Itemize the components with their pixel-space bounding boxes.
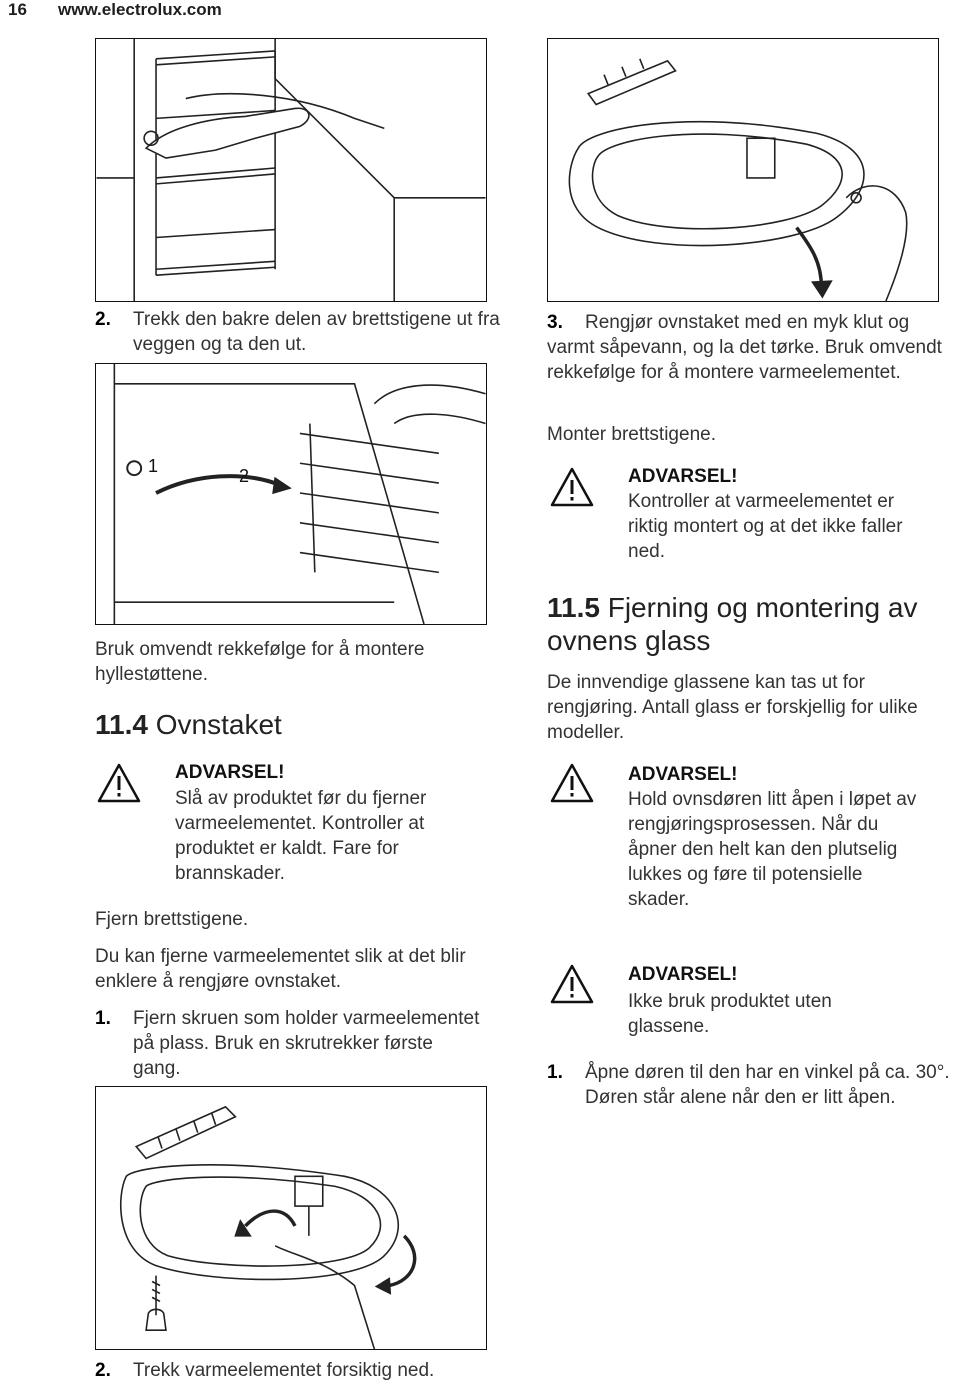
right-step1-text: Åpne døren til den har en vinkel på ca. … (585, 1062, 950, 1108)
heating-element-illustration (568, 58, 908, 301)
warning1-title: ADVARSEL! (628, 466, 738, 487)
intro-text: Du kan fjerne varmeelementet slik at det… (95, 946, 466, 992)
warning2-title: ADVARSEL! (628, 764, 738, 785)
glass-intro-text: De innvendige glassene kan tas ut for re… (547, 672, 918, 743)
remove-rack-illustration (113, 364, 486, 624)
fig-label-2: 2 (239, 466, 250, 486)
right-step1-number: 1. (547, 1062, 563, 1083)
bottom-step2-number: 2. (95, 1360, 111, 1381)
warning3-text: Ikke bruk produktet uten glassene. (628, 991, 832, 1037)
warning-icon (549, 466, 595, 508)
step1-number: 1. (95, 1008, 111, 1029)
figure-pull-rack (95, 38, 487, 302)
warning-icon (96, 762, 142, 804)
site-url: www.electrolux.com (58, 0, 222, 19)
remove-screw-illustration (120, 1105, 417, 1349)
pull-rack-illustration (96, 39, 486, 301)
figure-remove-rack: 1 2 (95, 363, 487, 625)
bottom-step2-text: Trekk varmeelementet forsiktig ned. (133, 1360, 435, 1381)
warning1-text: Kontroller at varmeelementet er riktig m… (628, 491, 903, 562)
mount-racks-text: Monter brettstigene. (547, 424, 716, 445)
page-number: 16 (8, 0, 27, 19)
warning2-text: Hold ovnsdøren litt åpen i løpet av reng… (628, 789, 917, 910)
section-11-4-title: 11.4 Ovnstaket (95, 709, 282, 740)
remove-racks-text: Fjern brettstigene. (95, 909, 249, 930)
warning-icon (549, 762, 595, 804)
figure-remove-screw (95, 1086, 487, 1350)
warning3-title: ADVARSEL! (628, 964, 738, 985)
warning-icon (549, 963, 595, 1005)
step1-text: Fjern skruen som holder varmeelementet p… (133, 1008, 480, 1079)
reverse-order-text: Bruk omvendt rekkefølge for å montere hy… (95, 639, 425, 685)
figure-lower-heating-element (547, 38, 939, 302)
step2-text: Trekk den bakre delen av brettstigene ut… (133, 309, 500, 355)
step2-number: 2. (95, 309, 111, 330)
warning-title: ADVARSEL! (175, 762, 285, 783)
fig-label-1: 1 (148, 456, 159, 476)
step3-number: 3. (547, 312, 563, 333)
warning-text: Slå av produktet før du fjerner varmeele… (175, 788, 427, 884)
step3-text: Rengjør ovnstaket med en myk klut og var… (547, 312, 942, 383)
section-11-5-title: 11.5 Fjerning og montering av ovnens gla… (547, 592, 918, 656)
